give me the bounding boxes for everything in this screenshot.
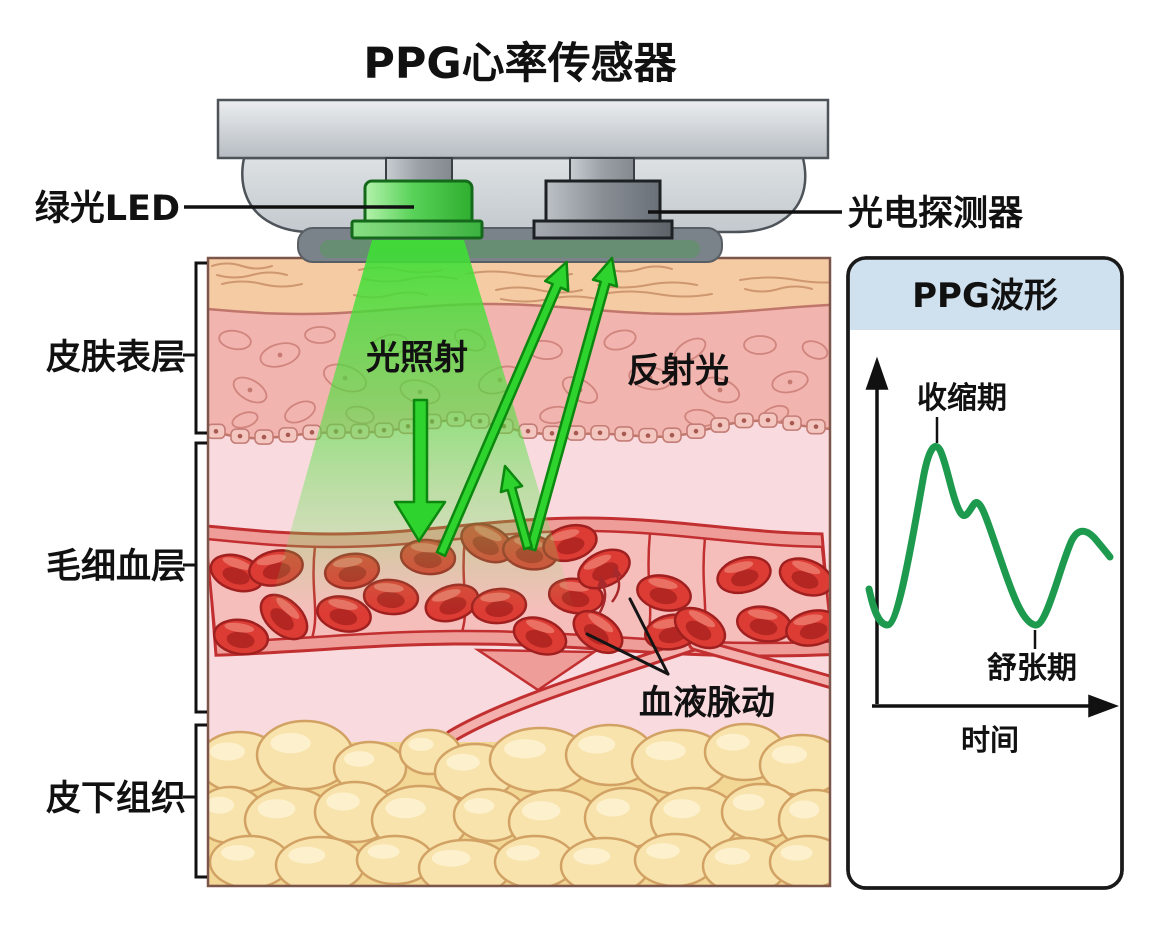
epidermis-cell: [603, 329, 637, 351]
reflected-arrow-1: [435, 260, 570, 558]
photodetector: [532, 157, 674, 240]
light-ray-arrows: [393, 256, 619, 558]
corneum-line: [744, 285, 813, 293]
light-in-label: 光照射: [366, 338, 468, 378]
epidermis-cell: [304, 326, 336, 344]
fat-cell: [274, 835, 366, 886]
diastolic-label: 舒张期: [987, 651, 1077, 686]
epidermis-cell: [628, 365, 672, 391]
sensor-top-plate: [216, 98, 830, 160]
corneum-line: [597, 281, 698, 289]
corneum-line: [211, 262, 273, 270]
epidermis-cell: [801, 340, 829, 360]
fat-cell: [768, 834, 830, 886]
waveform-axes: [865, 356, 1119, 718]
red-blood-cell: [209, 553, 265, 593]
corneum-line: [221, 280, 303, 288]
epidermis-cell: [771, 370, 809, 394]
epidermis-cell: [673, 337, 707, 363]
capillary-label: 毛细血层: [46, 547, 186, 587]
stratum-corneum-layer: [208, 258, 830, 316]
corneum-line: [602, 290, 713, 298]
corneum-line: [607, 265, 673, 273]
reflected-arrow-2: [525, 256, 619, 552]
pulse-arrows: [597, 565, 622, 615]
led-label: 绿光LED: [35, 189, 180, 229]
panel-frame-outline: [846, 256, 1124, 890]
bracket-capillary: [183, 441, 207, 714]
epidermis-cell: [218, 329, 252, 351]
ppg-waveform-curve: [865, 442, 1114, 629]
subcutis-label: 皮下组织: [46, 779, 186, 819]
epidermis-cell: [699, 376, 741, 404]
ppg-waveform-panel: PPG波形 收缩期 舒张期 时间: [846, 256, 1124, 890]
panel-frame: [846, 256, 1124, 890]
epidermis-cell: [231, 411, 259, 429]
layer-brackets: [183, 261, 207, 879]
red-blood-cell: [735, 605, 793, 643]
skin-surface-label: 皮肤表层: [46, 338, 186, 378]
corneum-line: [739, 276, 830, 284]
blood-pulse-label: 血液脉动: [639, 683, 775, 723]
red-blood-cell: [716, 555, 772, 595]
systolic-label: 收缩期: [917, 381, 1007, 416]
epidermis-cell: [232, 376, 268, 404]
red-blood-cell: [636, 574, 692, 612]
scatter-arrow: [499, 464, 534, 551]
epidermis-cell: [259, 342, 301, 368]
epidermis-cell: [284, 400, 316, 424]
bracket-subcutis: [183, 723, 207, 879]
reflected-light-label: 反射光: [627, 351, 729, 391]
corneum-line: [216, 271, 288, 279]
red-blood-cell: [572, 609, 624, 655]
red-blood-cell: [785, 609, 830, 647]
time-axis-label: 时间: [961, 723, 1019, 757]
red-blood-cell: [212, 618, 270, 656]
light-in-arrow: [393, 398, 447, 543]
green-led: [350, 157, 484, 240]
epidermis-cell: [743, 335, 777, 355]
ppg-sensor-device: [216, 98, 830, 263]
panel-title: PPG波形: [912, 276, 1058, 316]
detector-label: 光电探测器: [848, 194, 1024, 234]
subcutaneous-fat-layer: [208, 719, 830, 886]
sensor-body: [241, 156, 807, 234]
red-blood-cell: [512, 616, 568, 656]
corneum-line: [495, 286, 583, 294]
panel-header: [850, 258, 1121, 330]
diagram-title: PPG心率传感器: [363, 39, 677, 89]
bracket-epidermis: [183, 261, 207, 435]
red-blood-cell: [673, 606, 727, 650]
red-blood-cell: [778, 557, 830, 597]
blood-pulse-pointers: [585, 597, 670, 676]
